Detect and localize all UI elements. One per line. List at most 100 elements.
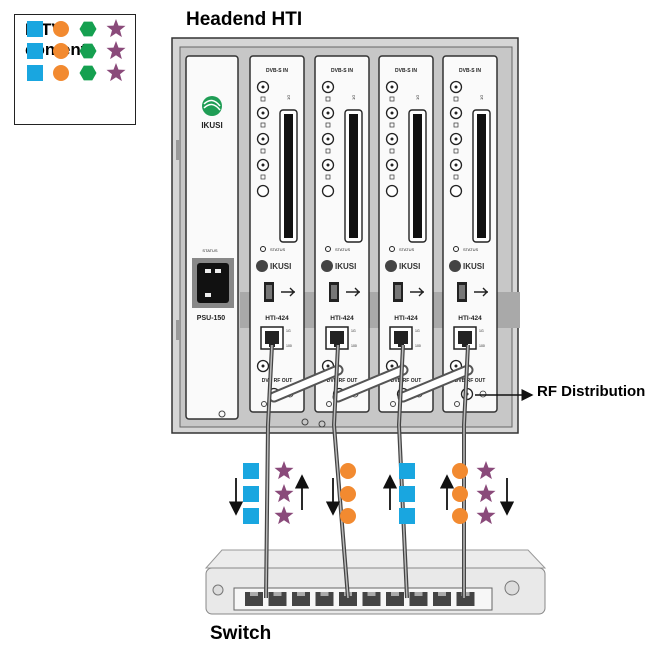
- f-connector-icon: [321, 184, 335, 198]
- module-brand: IKUSI: [335, 262, 356, 271]
- switch-port-icon: [292, 592, 310, 606]
- star-content-icon: [476, 506, 496, 525]
- switch-port-icon: [409, 592, 428, 606]
- status-label: STATUS: [270, 247, 286, 252]
- port-tag: 1G: [479, 329, 484, 333]
- legend-symbols: [27, 19, 126, 82]
- circle-content-icon: [53, 43, 69, 59]
- star-content-icon: [476, 461, 496, 480]
- circle-content-icon: [452, 463, 468, 479]
- ikusi-logo-icon: [321, 260, 333, 272]
- usb-icon: [346, 287, 360, 297]
- input-label: DVB-S IN: [395, 68, 417, 74]
- port-tag: 1G: [479, 95, 484, 100]
- module-model: HTI-424: [394, 315, 418, 322]
- circle-content-icon: [340, 486, 356, 502]
- star-content-icon: [106, 63, 126, 82]
- headend-title: Headend HTI: [186, 9, 303, 30]
- square-content-icon: [243, 463, 259, 479]
- square-content-icon: [399, 463, 415, 479]
- status-label: STATUS: [335, 247, 351, 252]
- circle-content-icon: [340, 508, 356, 524]
- f-connector-icon: [449, 184, 463, 198]
- rf-out-label: DVB RF OUT: [262, 378, 293, 384]
- ikusi-logo-icon: [449, 260, 461, 272]
- port-tag: 1G: [286, 329, 291, 333]
- switch-port-icon: [268, 592, 287, 606]
- psu-model: PSU-150: [197, 315, 226, 322]
- ikusi-logo-icon: [256, 260, 268, 272]
- module-brand: IKUSI: [399, 262, 420, 271]
- module-model: HTI-424: [330, 315, 354, 322]
- status-led-icon: [389, 246, 395, 252]
- port-tag: 1G: [351, 329, 356, 333]
- usb-icon: [474, 287, 488, 297]
- status-label: STATUS: [463, 247, 479, 252]
- module-brand: IKUSI: [463, 262, 484, 271]
- switch-label: Switch: [210, 623, 272, 644]
- star-content-icon: [274, 461, 294, 480]
- usb-icon: [281, 287, 295, 297]
- rf-out-label: DVB RF OUT: [327, 378, 358, 384]
- star-content-icon: [476, 484, 496, 503]
- input-label: DVB-S IN: [331, 68, 353, 74]
- switch-port-icon: [339, 592, 357, 606]
- psu-brand: IKUSI: [201, 121, 222, 130]
- module-model: HTI-424: [265, 315, 289, 322]
- usb-icon: [410, 287, 424, 297]
- port-tag: 100: [415, 344, 421, 348]
- module-brand: IKUSI: [270, 262, 291, 271]
- square-content-icon: [399, 486, 415, 502]
- square-content-icon: [243, 486, 259, 502]
- switch-port-icon: [456, 592, 475, 606]
- f-connector-icon: [256, 184, 270, 198]
- square-content-icon: [27, 21, 43, 37]
- ikusi-logo-icon: [385, 260, 397, 272]
- module-model: HTI-424: [458, 315, 482, 322]
- rf-distribution-label: RF Distribution: [537, 383, 646, 400]
- status-led-icon: [453, 246, 459, 252]
- star-content-icon: [106, 19, 126, 38]
- f-connector-icon: [385, 184, 399, 198]
- circle-content-icon: [340, 463, 356, 479]
- port-tag: 1G: [351, 95, 356, 100]
- power-socket-icon: [197, 263, 229, 303]
- network-switch: [204, 549, 547, 615]
- square-content-icon: [399, 508, 415, 524]
- square-content-icon: [27, 43, 43, 59]
- input-label: DVB-S IN: [266, 68, 288, 74]
- square-content-icon: [27, 65, 43, 81]
- psu-module: IKUSI STATUS PSU-150: [185, 55, 239, 420]
- port-tag: 1G: [286, 95, 291, 100]
- circle-content-icon: [452, 508, 468, 524]
- switch-port-icon: [362, 592, 381, 606]
- square-content-icon: [243, 508, 259, 524]
- port-tag: 100: [351, 344, 357, 348]
- star-content-icon: [106, 41, 126, 60]
- iptv-legend: IPTV contents: [14, 14, 136, 125]
- port-tag: 1G: [415, 329, 420, 333]
- circle-content-icon: [452, 486, 468, 502]
- star-content-icon: [274, 484, 294, 503]
- input-label: DVB-S IN: [459, 68, 481, 74]
- status-led-icon: [260, 246, 266, 252]
- circle-content-icon: [53, 21, 69, 37]
- psu-status: STATUS: [202, 248, 218, 253]
- rf-out-label: DVB RF OUT: [455, 378, 486, 384]
- switch-port-icon: [433, 592, 451, 606]
- hexagon-content-icon: [79, 21, 97, 37]
- switch-port-icon: [386, 592, 404, 606]
- circle-content-icon: [53, 65, 69, 81]
- switch-port-icon: [245, 592, 263, 606]
- ikusi-logo-icon: [202, 96, 222, 116]
- rf-out-label: DVB RF OUT: [391, 378, 422, 384]
- hexagon-content-icon: [79, 43, 97, 59]
- star-content-icon: [274, 506, 294, 525]
- hexagon-content-icon: [79, 65, 97, 81]
- status-led-icon: [325, 246, 331, 252]
- switch-port-icon: [315, 592, 334, 606]
